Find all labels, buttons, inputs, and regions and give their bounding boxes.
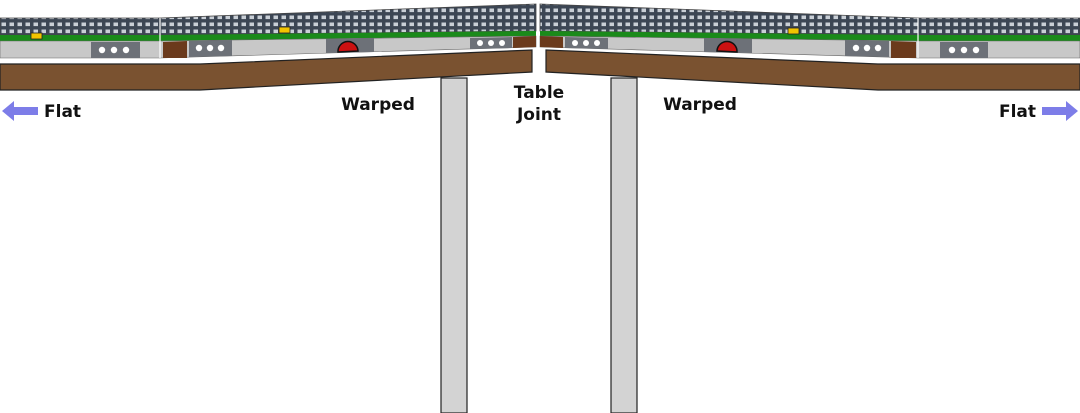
signal-icon <box>960 46 968 54</box>
buildings-band-right <box>539 3 1080 36</box>
signal-icon <box>110 46 118 54</box>
grass-line-left <box>0 31 536 41</box>
signal-icon <box>206 44 214 52</box>
label-left-flat: Flat <box>44 102 81 122</box>
tunnel-portal-icon <box>716 40 738 53</box>
signal-icon <box>583 40 589 46</box>
vehicle-icon <box>787 27 800 35</box>
table-leg-right <box>610 77 638 413</box>
label-table-joint-line2: Joint <box>516 105 561 125</box>
table-top-right <box>545 49 1080 91</box>
dirt-block <box>163 41 187 58</box>
signal-icon <box>863 44 871 52</box>
table-top-left <box>0 49 533 91</box>
signal-icon <box>948 46 956 54</box>
signal-icon <box>98 46 106 54</box>
signal-icon <box>477 40 483 46</box>
dirt-block <box>540 36 563 48</box>
table-leg-left <box>440 77 468 413</box>
signal-icon <box>972 46 980 54</box>
layout-left-half <box>0 3 537 59</box>
signal-icon <box>572 40 578 46</box>
dirt-block <box>891 41 916 58</box>
label-right-flat: Flat <box>999 102 1036 122</box>
signal-icon <box>852 44 860 52</box>
dirt-block <box>513 36 536 48</box>
label-left-warped: Warped <box>341 95 415 115</box>
vehicle-icon <box>278 26 291 34</box>
buildings-band-left <box>0 3 537 36</box>
arrow-left-icon <box>2 101 38 121</box>
signal-icon <box>195 44 203 52</box>
signal-icon <box>594 40 600 46</box>
arrow-right-icon <box>1042 101 1078 121</box>
signal-icon <box>499 40 505 46</box>
tunnel-portal-icon <box>337 40 359 53</box>
signal-icon <box>217 44 225 52</box>
vehicle-icon <box>30 32 43 40</box>
layout-right-half <box>539 3 1080 59</box>
signal-icon <box>488 40 494 46</box>
signal-icon <box>122 46 130 54</box>
label-table-joint-line1: Table <box>514 83 564 103</box>
signal-icon <box>874 44 882 52</box>
grass-line-right <box>540 31 1080 41</box>
label-right-warped: Warped <box>663 95 737 115</box>
